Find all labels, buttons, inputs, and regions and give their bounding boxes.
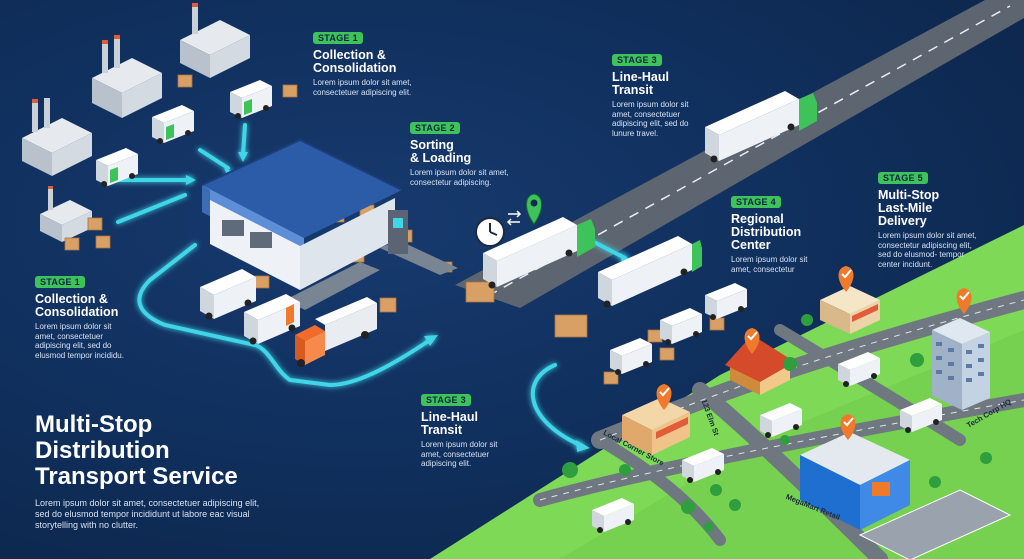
page-description: Lorem ipsum dolor sit amet, consectetuer… <box>35 498 260 530</box>
stage-description: Lorem ipsum dolor sit amet,consectetuer … <box>313 78 412 97</box>
stage-badge: STAGE 3 <box>421 394 471 406</box>
stage-title: Collection &Consolidation <box>35 292 119 319</box>
house-building <box>725 335 795 395</box>
conveyor <box>285 210 458 310</box>
trucks <box>96 80 942 533</box>
stage-title: Sorting& Loading <box>410 138 472 165</box>
stage-badge: STAGE 4 <box>731 196 781 208</box>
delivery-pins <box>656 266 972 440</box>
stage-title: Collection &Consolidation <box>313 48 397 75</box>
page-title: Multi-Stop Distribution Transport Servic… <box>35 411 238 490</box>
trees <box>562 314 992 532</box>
parking-lot <box>858 489 1012 559</box>
megamart-building <box>800 432 910 530</box>
town-road-lines <box>539 299 1024 501</box>
warehouse <box>201 138 403 290</box>
stage-badge: STAGE 2 <box>410 122 460 134</box>
corner-store-building <box>622 398 690 455</box>
office-tower <box>932 318 990 410</box>
stage-badge: STAGE 3 <box>612 54 662 66</box>
main-title-block: Multi-Stop Distribution Transport Servic… <box>35 412 275 531</box>
flow-path <box>103 123 627 447</box>
stage-card-sorting: STAGE 2 Sorting& Loading Lorem ipsum dol… <box>410 118 509 187</box>
clock-icon <box>475 217 505 247</box>
stage-badge: STAGE 1 <box>35 276 85 288</box>
shop-building <box>820 286 880 334</box>
stage-badge: STAGE 1 <box>313 32 363 44</box>
stage-card-collection-left: STAGE 1 Collection &Consolidation Lorem … <box>35 272 124 360</box>
swap-arrows-icon <box>506 210 522 226</box>
stage-card-collection-top: STAGE 1 Collection &Consolidation Lorem … <box>313 28 412 97</box>
stage-description: Lorem ipsum dolor sit amet,consectetur a… <box>410 168 509 187</box>
factory-cluster <box>22 3 250 242</box>
stage-badge: STAGE 5 <box>878 172 928 184</box>
stage-description: Lorem ipsum dolor sit amet,consectetur a… <box>878 231 977 269</box>
location-pin-icon <box>526 193 542 225</box>
